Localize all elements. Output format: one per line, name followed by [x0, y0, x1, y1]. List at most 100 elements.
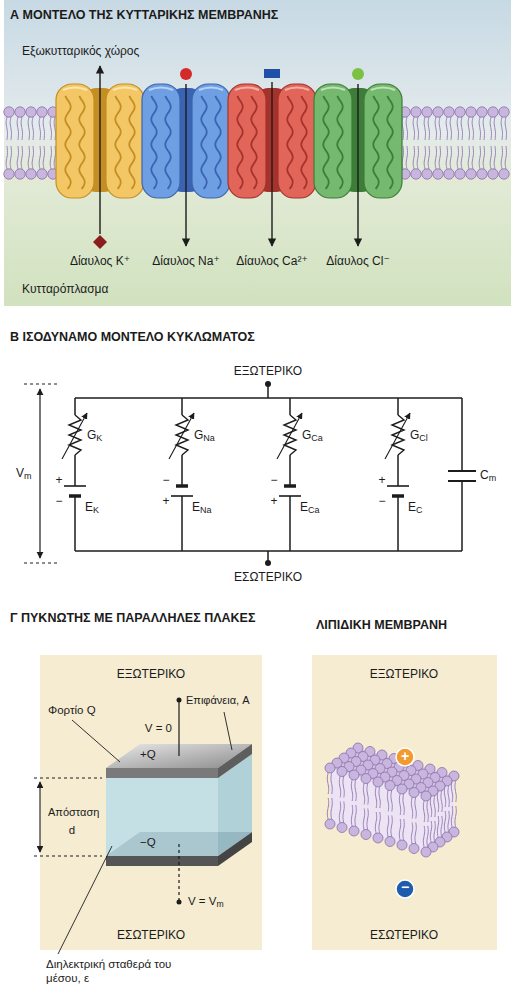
channel-subunit: [142, 84, 180, 198]
voltage-dimension: [39, 389, 40, 558]
polarity-sign: −: [162, 473, 169, 487]
helix-line: [151, 96, 156, 189]
lipid-tail: [428, 146, 429, 169]
channel-subunit: [192, 84, 230, 198]
subscript-part: Na: [203, 433, 215, 443]
terminal-dot: [265, 560, 271, 566]
helix-line: [387, 96, 392, 189]
subscript-part: K: [93, 505, 99, 515]
lipid-tail: [343, 776, 344, 798]
lipid-tail: [457, 117, 458, 140]
lipid-tail: [32, 146, 33, 169]
subscript-part: K: [96, 433, 102, 443]
helix-line: [287, 96, 292, 189]
subscript-part: m: [216, 899, 223, 909]
lipid-tail: [461, 146, 462, 169]
lipid-membrane-illustration: [325, 743, 459, 898]
lipid-tail: [439, 117, 440, 140]
lipid-tail: [54, 146, 55, 169]
polarity-sign: +: [378, 473, 385, 487]
main-part: E: [408, 500, 416, 514]
illustration-part: [397, 496, 399, 551]
lipid-tail: [399, 793, 400, 815]
lipid-tail: [448, 785, 449, 807]
lipid-tail: [363, 809, 364, 831]
illustration-part: [99, 66, 100, 234]
illustration-part: [181, 398, 183, 415]
lipid-tail: [343, 802, 344, 824]
lipid-head: [325, 819, 335, 829]
lipid-tail: [406, 117, 407, 140]
lipid-tail: [427, 826, 428, 848]
lipid-tail: [406, 146, 407, 169]
lipid-head: [361, 830, 371, 840]
helix-line: [373, 96, 378, 189]
lipid-tail: [457, 146, 458, 169]
ion-flow: [93, 66, 364, 249]
potential-label: ECa: [300, 500, 320, 516]
sodium-ion: [180, 68, 192, 80]
illustration-part: [461, 398, 463, 471]
lipid-head: [385, 837, 395, 847]
lipid-tail: [50, 117, 51, 140]
helix-line: [201, 96, 206, 189]
positive-charge: [396, 748, 414, 766]
lipid-tail: [355, 779, 356, 801]
illustration-part: [267, 386, 269, 398]
illustration-part: [271, 82, 272, 246]
part-label: Διηλεκτρική σταθερά του μέσου, ε: [46, 958, 186, 986]
channel-subunit: [56, 84, 94, 198]
lipid-tail: [423, 826, 424, 848]
channel-highlight: [371, 88, 395, 91]
lipid-head: [455, 107, 465, 117]
helix-line: [215, 96, 220, 189]
lipid-tail: [450, 146, 451, 169]
distance-dimension: [39, 782, 40, 852]
helix-line: [237, 96, 242, 189]
lipid-tail: [39, 146, 40, 169]
capacitor-plate: [218, 744, 252, 778]
channel-highlight: [63, 88, 87, 91]
lipid-tail: [441, 816, 442, 838]
lipid-tail: [430, 821, 431, 843]
part-label: Επιφάνεια, A: [186, 694, 250, 707]
illustration-part: [289, 398, 291, 415]
chloride-ion: [352, 68, 364, 80]
lipid-tail: [446, 146, 447, 169]
panel-ground: [312, 655, 497, 950]
lipid-tail: [483, 117, 484, 140]
lipid-tail: [50, 146, 51, 169]
terminal-dot: [177, 900, 182, 905]
lipid-tail: [441, 790, 442, 812]
lipid-head: [373, 777, 383, 787]
negative-charge: [396, 880, 414, 898]
channel-label: Δίαυλος K⁺: [70, 254, 130, 268]
bilayer-top: [330, 748, 454, 796]
lipid-head: [15, 169, 25, 179]
polarity-sign: +: [55, 473, 62, 487]
lipid-tail: [501, 146, 502, 169]
lipid-tail: [379, 812, 380, 834]
channel-subunit: [364, 84, 402, 198]
helix-line: [165, 96, 170, 189]
polarity-sign: +: [270, 494, 277, 508]
lipid-tail: [367, 809, 368, 831]
potential-label: EK: [85, 500, 99, 516]
lipid-tail: [379, 786, 380, 808]
lipid-tail: [375, 812, 376, 834]
voltage-label: V = Vm: [188, 895, 224, 910]
lipid-tail: [17, 146, 18, 169]
channel-highlight: [285, 88, 309, 91]
lipid-tail: [21, 117, 22, 140]
subscript-part: Ca: [308, 505, 320, 515]
lipid-head: [361, 774, 371, 784]
channel-highlight: [321, 88, 345, 91]
panel-heading: Β ΙΣΟΔΥΝΑΜΟ ΜΟΝΤΕΛΟ ΚΥΚΛΩΜΑΤΟΣ: [10, 330, 255, 345]
lipid-tail: [455, 780, 456, 802]
lipid-tail: [472, 117, 473, 140]
main-part: G: [194, 428, 203, 442]
lipid-tail: [387, 790, 388, 812]
illustration-part: [181, 496, 183, 551]
lipid-tail: [28, 146, 29, 169]
lipid-head: [444, 169, 454, 179]
